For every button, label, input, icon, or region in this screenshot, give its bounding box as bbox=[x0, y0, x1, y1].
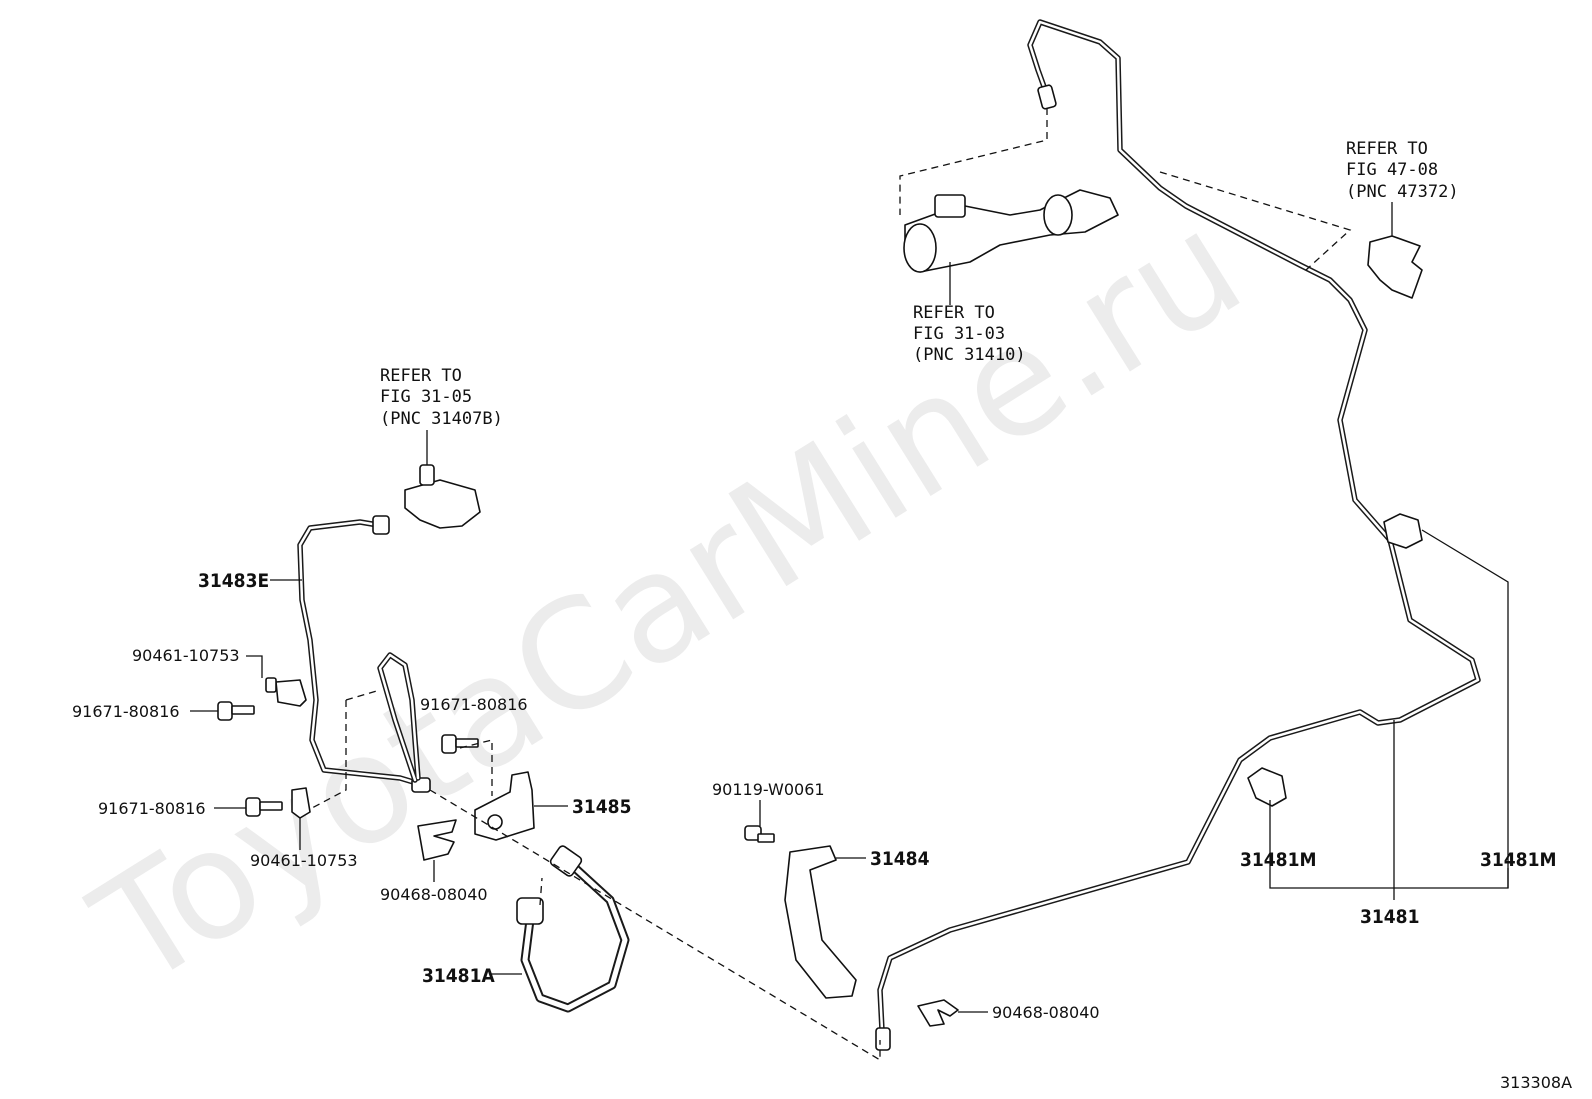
clutch-hose-31481A[interactable] bbox=[516, 845, 630, 1013]
label-90468-right: 90468-08040 bbox=[992, 1003, 1100, 1022]
label-90461-top: 90461-10753 bbox=[132, 646, 240, 665]
reference-31407B: REFER TO FIG 31-05 (PNC 31407B) bbox=[380, 366, 503, 429]
svg-text:FIG 47-08: FIG 47-08 bbox=[1346, 160, 1438, 180]
bracket-31484[interactable] bbox=[784, 845, 857, 999]
label-31481M-left: 31481M bbox=[1240, 849, 1316, 871]
bolt-90119[interactable] bbox=[744, 825, 775, 843]
svg-text:REFER TO: REFER TO bbox=[1346, 139, 1428, 159]
bolt-91671-bottom-left[interactable] bbox=[245, 797, 283, 817]
svg-text:FIG 31-05: FIG 31-05 bbox=[380, 387, 472, 407]
clip-90461-bottom[interactable] bbox=[291, 787, 311, 819]
label-31481: 31481 bbox=[1360, 906, 1419, 928]
label-31481M-right: 31481M bbox=[1480, 849, 1556, 871]
assembly-dashed-lines bbox=[311, 108, 1352, 1062]
grommet-31481M-right[interactable] bbox=[1383, 513, 1423, 549]
reference-47372: REFER TO FIG 47-08 (PNC 47372) bbox=[1346, 139, 1459, 202]
label-91671-left-bottom: 91671-80816 bbox=[98, 799, 206, 818]
figure-code: 313308A bbox=[1500, 1073, 1572, 1092]
clutch-union-block[interactable] bbox=[404, 430, 481, 529]
clutch-pipe-31481[interactable] bbox=[875, 19, 1481, 1051]
clutch-accumulator-bracket[interactable] bbox=[1367, 202, 1423, 299]
label-90119: 90119-W0061 bbox=[712, 780, 825, 799]
grommet-31481M-left[interactable] bbox=[1247, 767, 1287, 807]
clip-90468-left[interactable] bbox=[417, 819, 457, 861]
label-91671-mid: 91671-80816 bbox=[420, 695, 528, 714]
reference-31410: REFER TO FIG 31-03 (PNC 31410) bbox=[913, 303, 1026, 365]
label-31481A: 31481A bbox=[422, 965, 495, 987]
clip-90468-right[interactable] bbox=[917, 999, 959, 1027]
clutch-master-cylinder[interactable] bbox=[903, 189, 1119, 305]
label-90461-bottom: 90461-10753 bbox=[250, 851, 358, 870]
watermark: ToyotaCarMine.ru bbox=[66, 179, 1270, 1021]
svg-text:REFER TO: REFER TO bbox=[380, 366, 462, 386]
svg-text:REFER TO: REFER TO bbox=[913, 303, 995, 323]
label-31485: 31485 bbox=[572, 796, 631, 818]
svg-text:(PNC 31410): (PNC 31410) bbox=[913, 345, 1026, 365]
label-91671-left-top: 91671-80816 bbox=[72, 702, 180, 721]
bolt-91671-top-left[interactable] bbox=[217, 701, 255, 721]
svg-text:(PNC 47372): (PNC 47372) bbox=[1346, 182, 1459, 202]
svg-text:FIG 31-03: FIG 31-03 bbox=[913, 324, 1005, 344]
svg-text:(PNC 31407B): (PNC 31407B) bbox=[380, 409, 503, 429]
label-31484: 31484 bbox=[870, 848, 930, 870]
clip-90461-top[interactable] bbox=[265, 677, 307, 707]
leader-lines bbox=[190, 529, 1509, 1013]
label-90468-left: 90468-08040 bbox=[380, 885, 488, 904]
bracket-31485[interactable] bbox=[474, 771, 535, 841]
label-31483E: 31483E bbox=[198, 570, 269, 592]
